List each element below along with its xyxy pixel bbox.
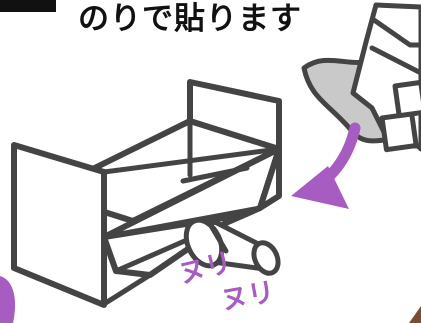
box-right-panel bbox=[257, 146, 282, 211]
hand-edge bbox=[369, 45, 421, 76]
header-black-tab bbox=[0, 0, 56, 12]
box-drawing bbox=[11, 79, 282, 308]
hand-finger-2 bbox=[392, 79, 421, 119]
hand-edge-2 bbox=[371, 17, 421, 48]
glue-stick bbox=[183, 217, 281, 276]
curved-arrow bbox=[291, 122, 361, 209]
instruction-headline: のりで貼ります bbox=[78, 1, 302, 37]
right-brown-corner bbox=[409, 306, 421, 323]
arrow-head bbox=[291, 166, 349, 209]
left-purple-shape bbox=[0, 276, 16, 323]
box-front-panel bbox=[11, 142, 107, 308]
hand-drawing bbox=[350, 2, 421, 153]
glue-stick-end bbox=[251, 240, 281, 276]
hand-finger-1 bbox=[379, 111, 419, 153]
box-rear-panel bbox=[187, 79, 282, 152]
